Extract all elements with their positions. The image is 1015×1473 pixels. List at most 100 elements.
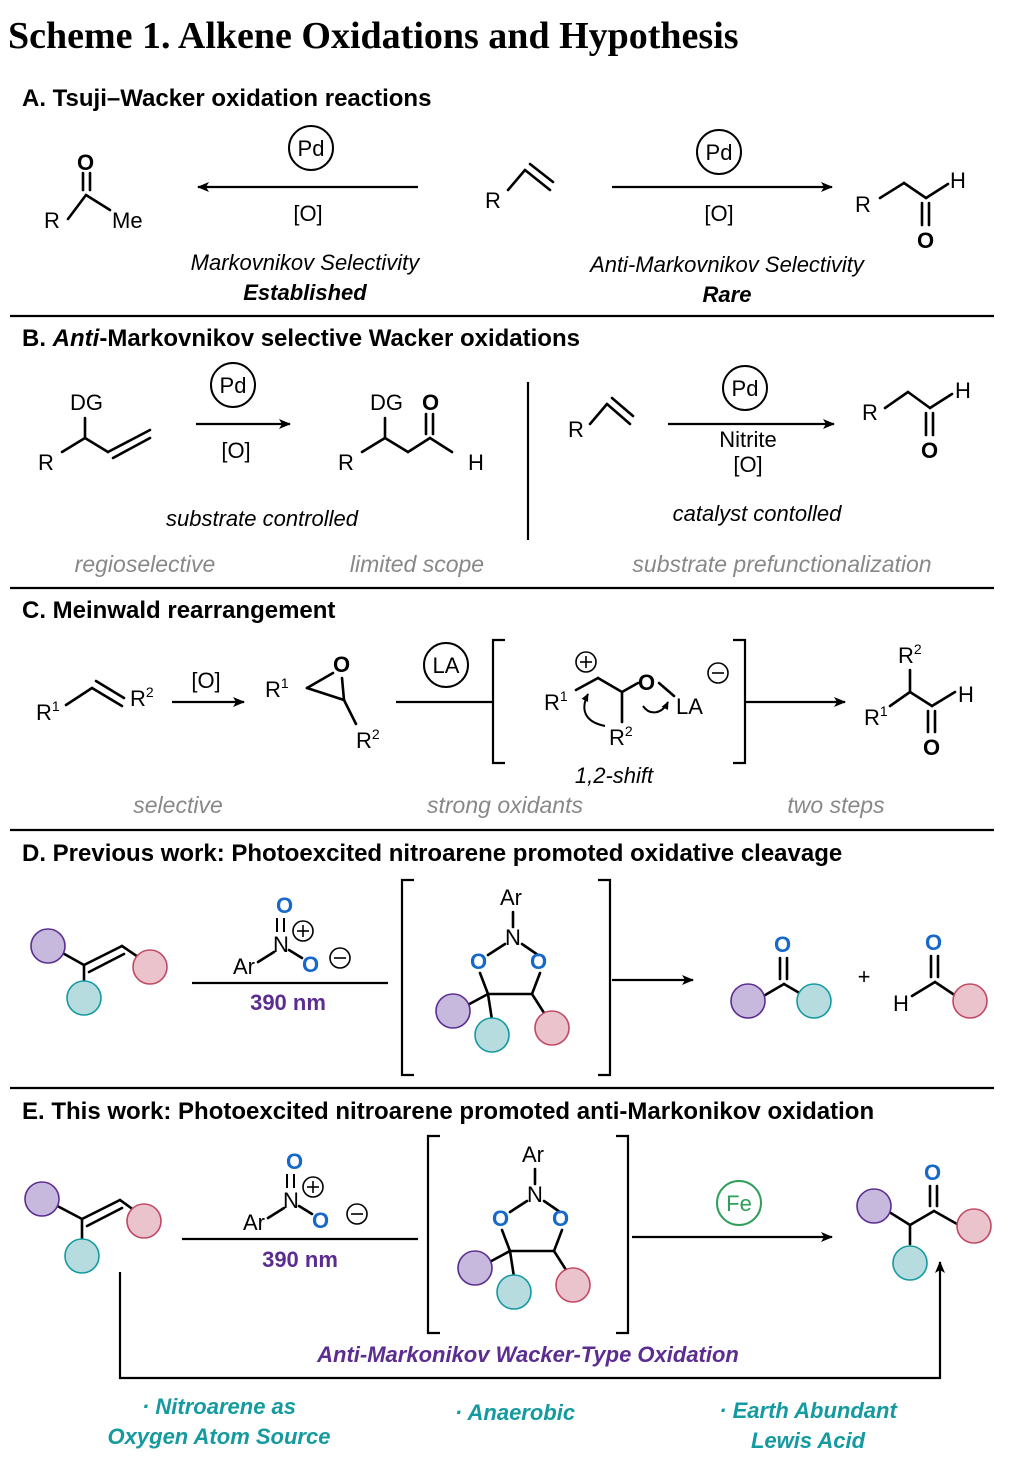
terminal-alkene-structure: R	[485, 162, 555, 213]
nitroarene-arrow-e: O N Ar O 390 nm	[182, 1149, 418, 1272]
svg-text:Me: Me	[112, 208, 143, 233]
section-e-header: E. This work: Photoexcited nitroarene pr…	[22, 1098, 874, 1125]
svg-text:LA: LA	[676, 694, 703, 719]
svg-text:R: R	[485, 188, 501, 213]
internal-alkene-structure: R1 R2	[36, 679, 154, 725]
svg-text:O: O	[530, 949, 547, 974]
shift-label: 1,2-shift	[575, 763, 654, 788]
svg-text:O: O	[77, 150, 94, 175]
left-bracket	[400, 878, 414, 1077]
svg-text:O: O	[312, 1208, 329, 1233]
svg-text:O: O	[286, 1149, 303, 1174]
svg-text:H: H	[958, 682, 974, 707]
svg-text:Ar: Ar	[500, 885, 522, 910]
svg-text:R: R	[855, 192, 871, 217]
right-bracket	[616, 1134, 630, 1335]
svg-text:O: O	[924, 1160, 941, 1185]
svg-text:O: O	[276, 893, 293, 918]
svg-text:Ar: Ar	[243, 1210, 265, 1235]
note-prefunctionalization: substrate prefunctionalization	[632, 551, 931, 577]
svg-text:O: O	[302, 952, 319, 977]
aldehyde-product: H O	[893, 930, 988, 1019]
right-bracket	[598, 878, 612, 1077]
feature-anaerobic: · Anaerobic	[455, 1400, 575, 1425]
svg-text:DG: DG	[70, 390, 103, 415]
anti-markovnikov-arrow: Pd [O]	[612, 129, 833, 226]
svg-text:O: O	[422, 390, 439, 415]
dioxazolidine-intermediate: Ar N O O	[435, 885, 570, 1053]
svg-text:O: O	[923, 735, 940, 760]
svg-text:R1: R1	[265, 675, 289, 702]
feature-lewis-acid-line2: Lewis Acid	[751, 1428, 866, 1453]
svg-text:N: N	[527, 1182, 543, 1207]
svg-text:H: H	[468, 450, 484, 475]
purple-substituent	[30, 928, 66, 964]
catalyst-controlled-label: catalyst contolled	[673, 501, 843, 526]
svg-text:Ar: Ar	[233, 954, 255, 979]
svg-text:Nitrite: Nitrite	[719, 427, 776, 452]
svg-text:O: O	[470, 949, 487, 974]
note-regioselective: regioselective	[75, 551, 216, 577]
carbocation-intermediate: R1 O LA R2	[544, 651, 729, 750]
svg-text:Pd: Pd	[732, 376, 759, 401]
section-d-header: D. Previous work: Photoexcited nitroaren…	[22, 840, 842, 867]
svg-text:[O]: [O]	[733, 452, 762, 477]
pd-catalyst-label: Pd	[298, 136, 325, 161]
svg-text:R: R	[44, 208, 60, 233]
section-c-header: C. Meinwald rearrangement	[22, 597, 335, 624]
svg-text:N: N	[273, 932, 289, 957]
svg-text:R: R	[338, 450, 354, 475]
svg-text:O: O	[492, 1206, 509, 1231]
ketone-product-e: O	[856, 1160, 992, 1281]
svg-text:N: N	[505, 925, 521, 950]
left-bracket	[426, 1134, 440, 1335]
catalyst-controlled-arrow: Pd Nitrite [O]	[668, 365, 835, 477]
svg-text:Ar: Ar	[522, 1142, 544, 1167]
teal-substituent	[66, 980, 102, 1016]
section-b-header: B. Anti-Markovnikov selective Wacker oxi…	[22, 325, 580, 352]
nitroarene-arrow: O N Ar O 390 nm	[192, 893, 388, 1015]
note-selective: selective	[133, 792, 222, 818]
svg-text:R: R	[568, 417, 584, 442]
terminal-alkene-structure-b: R	[568, 396, 635, 442]
epoxide-structure: R1 O R2	[265, 652, 380, 753]
established-label: Established	[243, 280, 367, 305]
feature-oxygen-source-line1: · Nitroarene as	[142, 1394, 296, 1419]
scheme-title: Scheme 1. Alkene Oxidations and Hypothes…	[8, 15, 739, 57]
section-a-header: A. Tsuji–Wacker oxidation reactions	[22, 85, 431, 112]
left-bracket	[491, 638, 505, 765]
markovnikov-selectivity-label: Markovnikov Selectivity	[191, 250, 422, 275]
svg-text:O: O	[774, 932, 791, 957]
epoxidation-arrow: [O]	[172, 668, 245, 707]
svg-text:R: R	[38, 450, 54, 475]
overall-arrow	[118, 1261, 945, 1380]
svg-text:390 nm: 390 nm	[262, 1247, 338, 1272]
svg-text:O: O	[552, 1206, 569, 1231]
wavelength-label: 390 nm	[250, 990, 326, 1015]
note-limited-scope: limited scope	[350, 551, 484, 577]
note-strong-oxidants: strong oxidants	[427, 792, 583, 818]
svg-text:R1: R1	[36, 698, 60, 725]
svg-text:R2: R2	[609, 723, 633, 750]
svg-text:R2: R2	[130, 684, 154, 711]
svg-text:R: R	[862, 400, 878, 425]
svg-text:Pd: Pd	[706, 140, 733, 165]
substrate-controlled-label: substrate controlled	[166, 506, 359, 531]
svg-text:O: O	[925, 930, 942, 955]
svg-text:DG: DG	[370, 390, 403, 415]
svg-text:O: O	[333, 652, 350, 677]
plus-sign: +	[858, 964, 871, 989]
substrate-controlled-arrow: Pd [O]	[196, 362, 291, 463]
svg-text:R1: R1	[544, 688, 568, 715]
svg-text:[O]: [O]	[191, 668, 220, 693]
svg-text:[O]: [O]	[221, 438, 250, 463]
svg-text:N: N	[283, 1188, 299, 1213]
directed-alkene-structure: DG R	[38, 390, 152, 475]
svg-text:LA: LA	[433, 653, 460, 678]
markovnikov-arrow: Pd [O]	[197, 125, 418, 226]
right-bracket	[733, 638, 747, 765]
svg-text:Pd: Pd	[220, 373, 247, 398]
feature-oxygen-source-line2: Oxygen Atom Source	[108, 1424, 331, 1449]
dioxazolidine-intermediate-e: Ar N O O	[457, 1142, 591, 1310]
anti-markovnikov-selectivity-label: Anti-Markovnikov Selectivity	[588, 252, 866, 277]
